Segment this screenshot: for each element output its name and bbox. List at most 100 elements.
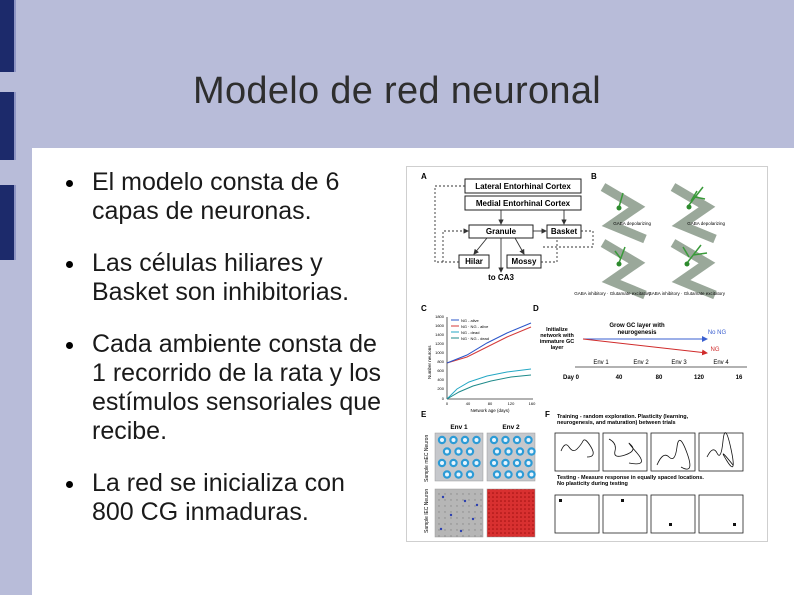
x-tick: 0	[446, 401, 449, 406]
grid-field-inner	[515, 438, 519, 442]
neuron-label-2: GABA depolarizing	[687, 221, 725, 226]
bullet-item: El modelo consta de 6 capas de neuronas.	[66, 168, 386, 226]
panel-label-c: C	[421, 304, 427, 313]
grid-field-inner	[468, 472, 472, 477]
trajectory-box	[602, 432, 648, 472]
testing-locations	[554, 494, 744, 534]
basket-box	[546, 224, 582, 239]
day-label: 40	[616, 375, 623, 381]
lec-label: Lateral Entorhinal Cortex	[475, 182, 571, 191]
trajectory-box	[554, 432, 600, 472]
slide-edge-bar-1	[0, 0, 16, 72]
series-line-blue	[446, 322, 532, 364]
testing-label: Testing - Measure response in equally sp…	[557, 475, 704, 487]
neuron-drawing-2	[670, 183, 717, 244]
legend-item: NG · NG - alive	[461, 324, 489, 329]
legend-item: NG - dead	[461, 330, 479, 335]
panel-label-b: B	[591, 172, 597, 181]
env1-label: Env 1	[450, 424, 468, 431]
bullet-dot-icon	[66, 180, 73, 187]
slide-edge-bar-2	[0, 92, 16, 160]
panel-label-f: F	[545, 410, 550, 419]
ng-label: NG	[711, 347, 720, 353]
grid-field-inner	[495, 472, 499, 477]
figure-svg: A Lateral Entorhinal Cortex Medial Entor…	[421, 172, 747, 538]
grid-field-inner	[456, 472, 461, 477]
neuron-drawing-4	[670, 239, 717, 300]
grid-field-inner	[515, 461, 519, 465]
hilar-box	[458, 254, 490, 269]
day-label: 16	[736, 375, 743, 381]
chart-y-ticks: 1800 1600 1400 1200 1000 800 600 400 200…	[435, 314, 445, 401]
mossy-label: Mossy	[512, 257, 537, 266]
training-label: Training - random exploration. Plasticit…	[557, 414, 689, 426]
grid-field-inner	[440, 438, 444, 442]
row-label-lec: Sample lEC Neuron	[424, 489, 430, 533]
lec-env1-spots	[439, 495, 479, 533]
test-box	[650, 494, 696, 534]
test-box	[698, 494, 744, 534]
legend-item: NG · NG - dead	[461, 336, 489, 341]
grid-field-inner	[468, 449, 472, 454]
bullet-text: El modelo consta de 6 capas de neuronas.	[92, 168, 340, 225]
grid-field-inner	[529, 449, 534, 454]
env-label: Env 4	[713, 360, 729, 366]
slide-content: El modelo consta de 6 capas de neuronas.…	[32, 148, 794, 595]
series-line-cyan	[446, 368, 532, 400]
y-tick: 1600	[435, 323, 445, 328]
panel-label-e: E	[421, 410, 427, 419]
y-tick: 600	[437, 368, 444, 373]
mec-box	[464, 195, 582, 211]
x-tick: 120	[508, 401, 515, 406]
y-tick: 1800	[435, 314, 445, 319]
day-label: Day 0	[563, 375, 580, 381]
chart-x-ticks: 0 40 80 120 160	[446, 401, 536, 406]
neuron-drawing-1	[600, 183, 647, 244]
env2-label: Env 2	[502, 424, 520, 431]
bullet-item: Cada ambiente consta de 1 recorrido de l…	[66, 330, 386, 446]
chart-y-axis-label: Number neurons	[427, 345, 432, 379]
trajectory-box	[650, 432, 696, 472]
grid-field-inner	[495, 449, 499, 454]
x-tick: 80	[488, 401, 493, 406]
lec-env2-map	[486, 488, 536, 538]
bullet-text: Cada ambiente consta de 1 recorrido de l…	[92, 330, 382, 445]
neuron-label-4: GABA inhibitory · Glutamate excitatory	[648, 291, 726, 296]
bullet-item: Las células hiliares y Basket son inhibi…	[66, 249, 386, 307]
grid-field-inner	[474, 438, 479, 442]
grid-field-inner	[526, 461, 531, 465]
grid-field-inner	[451, 438, 456, 442]
grid-field-inner	[445, 472, 449, 477]
mec-label: Medial Entorhinal Cortex	[476, 199, 571, 208]
bullet-item: La red se inicializa con 800 CG inmadura…	[66, 469, 386, 527]
env-label: Env 2	[633, 360, 649, 366]
grid-field-inner	[492, 438, 496, 442]
neuron-label-3: GABA inhibitory · Glutamate excitatory	[574, 291, 652, 296]
lec-spot	[471, 517, 475, 521]
grid-field-inner	[506, 449, 511, 454]
granule-label: Granule	[486, 227, 517, 236]
series-line-teal	[446, 374, 532, 400]
grid-field-inner	[518, 449, 522, 454]
x-tick: 160	[529, 401, 536, 406]
mossy-box	[506, 254, 542, 269]
grid-field-inner	[503, 438, 508, 442]
y-tick: 200	[437, 386, 444, 391]
bullet-text: La red se inicializa con 800 CG inmadura…	[92, 469, 345, 526]
bullet-text: Las células hiliares y Basket son inhibi…	[92, 249, 350, 306]
y-tick: 400	[437, 377, 444, 382]
grid-field-inner	[463, 461, 467, 465]
training-trajectories	[554, 432, 744, 472]
mec-env2-grid-fields	[489, 435, 536, 479]
y-tick: 1200	[435, 341, 445, 346]
env-label: Env 3	[671, 360, 687, 366]
neural-model-figure: A Lateral Entorhinal Cortex Medial Entor…	[406, 166, 768, 542]
lec-spot	[439, 527, 443, 531]
basket-label: Basket	[551, 227, 578, 236]
test-box	[602, 494, 648, 534]
panel-label-a: A	[421, 172, 427, 181]
ca3-label: to CA3	[488, 273, 514, 282]
grid-field-inner	[474, 461, 479, 465]
